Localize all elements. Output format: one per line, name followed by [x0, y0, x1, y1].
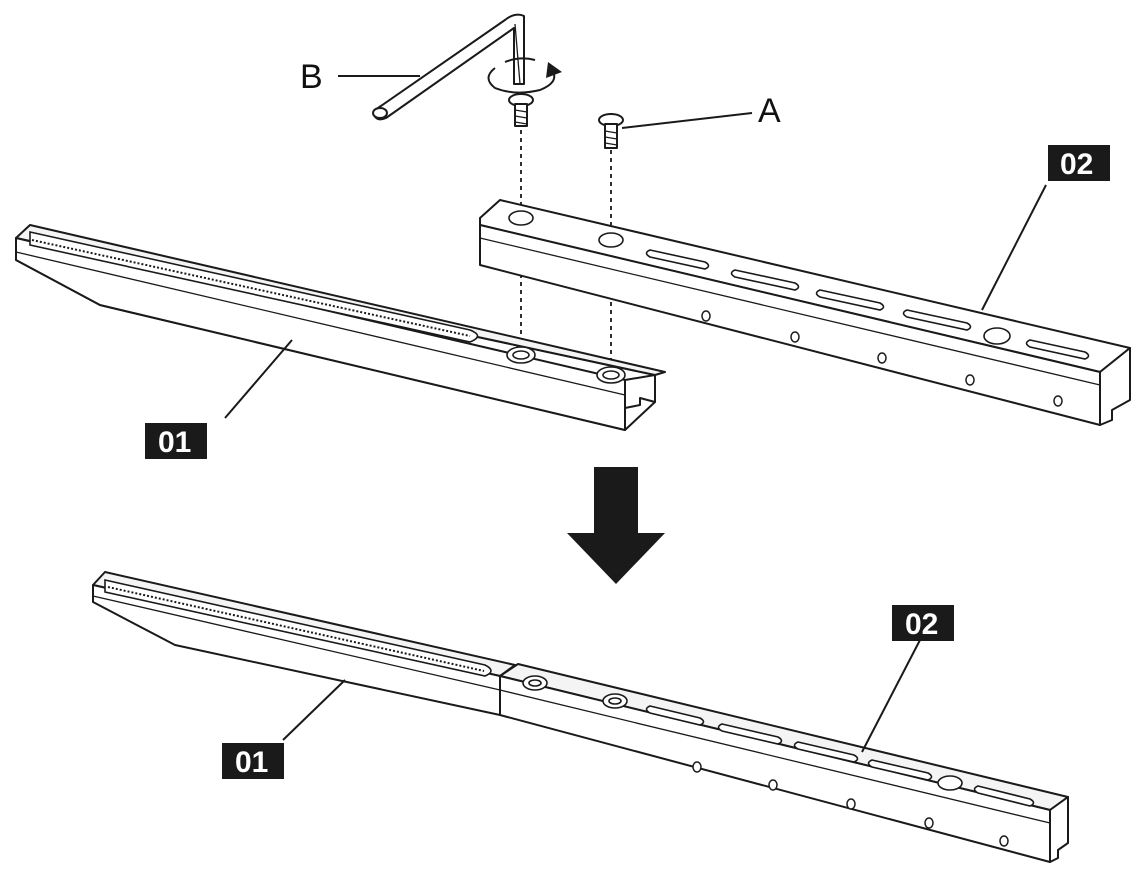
bar-02-top — [479, 199, 1131, 426]
tag-02-bottom-leader — [861, 639, 921, 753]
svg-text:02: 02 — [1060, 148, 1093, 181]
tag-02-bottom: 02 — [892, 605, 954, 641]
bar-01-top — [15, 224, 666, 431]
tag-02-top-leader — [981, 184, 1047, 311]
svg-text:01: 01 — [158, 426, 191, 459]
screw-leader — [621, 112, 753, 129]
tag-01-top-leader — [224, 339, 293, 419]
rotate-arrow-icon — [487, 57, 562, 94]
svg-text:02: 02 — [905, 608, 938, 641]
tag-02-top: 02 — [1048, 145, 1110, 181]
screw-label: A — [758, 92, 781, 130]
bar-01-bottom — [92, 571, 516, 716]
hex-key-label: B — [300, 58, 323, 96]
tag-01-bottom-leader — [282, 679, 346, 741]
down-arrow-icon — [567, 467, 665, 584]
screw-a — [598, 113, 624, 149]
tag-01-bottom: 01 — [222, 743, 284, 779]
tag-01-top: 01 — [145, 423, 207, 459]
hex-key — [372, 13, 525, 121]
bar-02-bottom — [499, 663, 1069, 863]
screw-left — [508, 93, 534, 127]
svg-text:01: 01 — [235, 746, 268, 779]
